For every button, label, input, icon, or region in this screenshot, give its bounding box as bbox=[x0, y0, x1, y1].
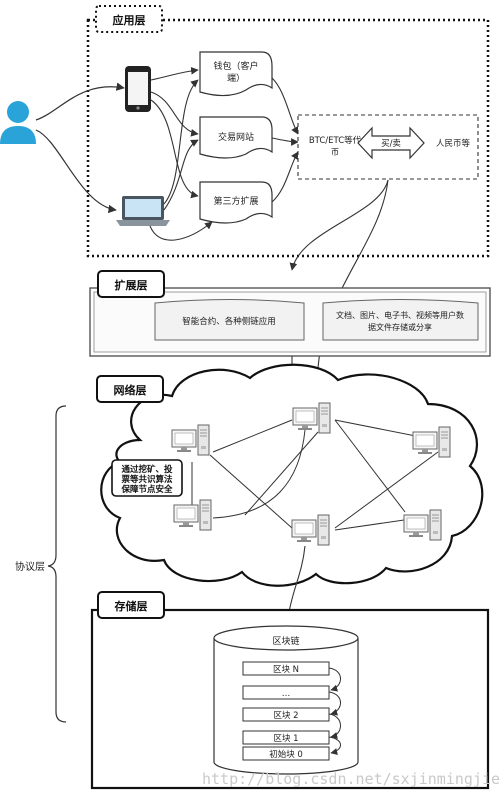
block-genesis bbox=[242, 746, 330, 761]
storage-layer-title: 存储层 bbox=[115, 599, 148, 613]
consensus-label-line2: 票等共识算法 bbox=[120, 474, 173, 485]
wallet-node bbox=[199, 51, 273, 97]
third-party-label: 第三方扩展 bbox=[213, 195, 258, 207]
storage-layer: 存储层 区块链 区块 N … 区块 2 区块 1 初始块 0 bbox=[90, 591, 490, 790]
network-node-computer-4 bbox=[173, 499, 212, 531]
application-layer: 应用层 钱包（客户 端） 交易网站 第三方扩展 bbox=[0, 5, 490, 258]
network-layer: 网络层 通过挖矿、投 票等共识算法 保障节点安全 bbox=[96, 363, 484, 587]
application-layer-label-box bbox=[95, 5, 163, 33]
exchange-node bbox=[199, 116, 273, 159]
file-storage-box bbox=[322, 299, 479, 341]
coin-label-line2: 币 bbox=[331, 148, 340, 158]
wallet-label-line1: 钱包（客户 bbox=[213, 60, 258, 72]
protocol-layer-label: 协议层 bbox=[15, 560, 45, 573]
protocol-layer-bracket: 协议层 bbox=[15, 405, 67, 723]
blockchain-label: 区块链 bbox=[272, 635, 299, 647]
block-1-label: 区块 1 bbox=[273, 733, 298, 744]
user-icon bbox=[0, 101, 36, 144]
coin-label-line1: BTC/ETC等代 bbox=[309, 135, 362, 146]
file-storage-label-line1: 文档、图片、电子书、视频等用户数 bbox=[336, 310, 464, 320]
block-ellipsis-label: … bbox=[282, 689, 291, 699]
extension-layer-label-box bbox=[97, 270, 165, 298]
storage-layer-label-box bbox=[97, 591, 165, 619]
wallet-label-line2: 端） bbox=[227, 72, 245, 84]
consensus-label-line1: 通过挖矿、投 bbox=[121, 464, 173, 475]
network-node-computer-6 bbox=[403, 509, 442, 541]
exchange-label: 交易网站 bbox=[218, 131, 254, 143]
laptop-icon bbox=[116, 196, 170, 226]
smart-contract-box bbox=[154, 299, 305, 341]
trade-label: 买/卖 bbox=[381, 139, 401, 149]
block-n-label: 区块 N bbox=[273, 664, 299, 675]
extension-layer: 扩展层 智能合约、各种侧链应用 文档、图片、电子书、视频等用户数 据文件存储或分… bbox=[89, 270, 491, 357]
smart-contract-label: 智能合约、各种侧链应用 bbox=[182, 316, 276, 327]
third-party-node bbox=[199, 181, 273, 224]
block-2-label: 区块 2 bbox=[273, 710, 298, 721]
smartphone-icon bbox=[125, 66, 151, 112]
network-node-computer-5 bbox=[291, 514, 330, 546]
consensus-note-box bbox=[111, 459, 183, 497]
network-node-computer-3 bbox=[412, 426, 451, 458]
rmb-label: 人民币等 bbox=[436, 138, 471, 149]
file-storage-label-line2: 据文件存储或分享 bbox=[368, 322, 432, 332]
network-layer-title: 网络层 bbox=[114, 383, 147, 397]
consensus-label-line3: 保障节点安全 bbox=[120, 484, 173, 495]
block-genesis-label: 初始块 0 bbox=[269, 749, 303, 760]
network-layer-label-box bbox=[96, 375, 164, 403]
network-node-computer-2 bbox=[292, 402, 331, 434]
network-node-computer-1 bbox=[171, 424, 210, 456]
extension-layer-title: 扩展层 bbox=[115, 278, 148, 292]
buy-sell-double-arrow-icon bbox=[357, 126, 425, 160]
watermark: http://blog.csdn.net/sxjinmingjie bbox=[202, 770, 500, 788]
application-layer-title: 应用层 bbox=[113, 13, 146, 27]
